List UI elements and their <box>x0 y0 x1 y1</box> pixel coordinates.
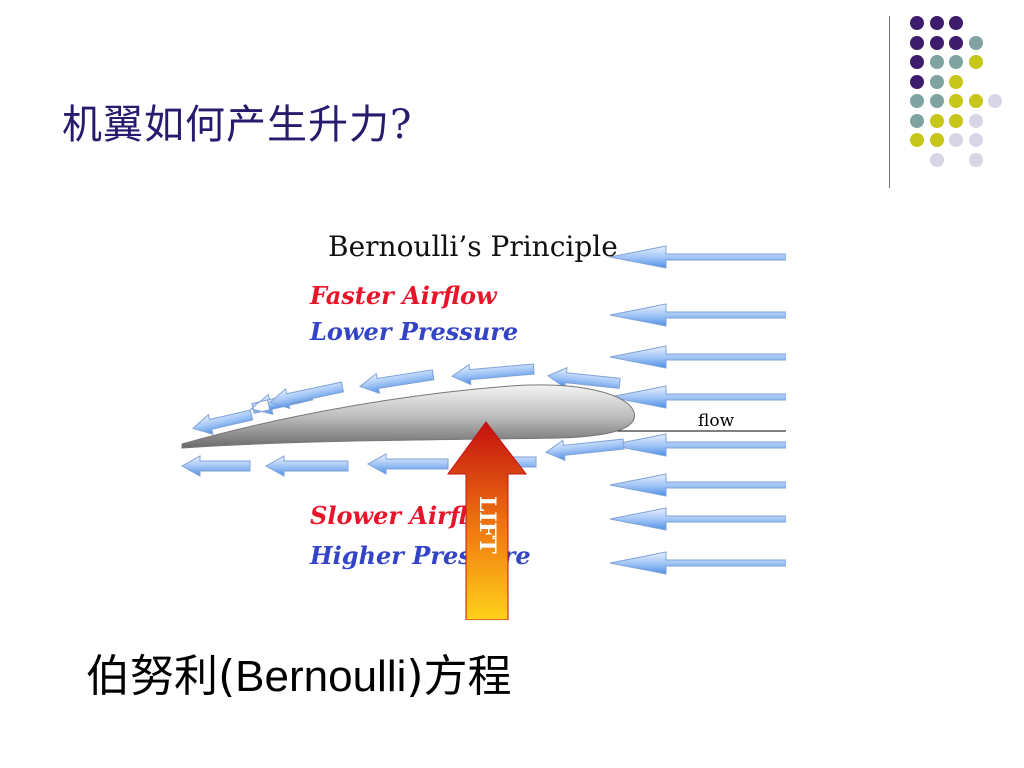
upper-label-speed: Faster Airflow <box>309 281 498 310</box>
upper-flow-arrow <box>192 409 254 435</box>
incoming-flow-arrows <box>609 245 786 575</box>
decor-dot <box>949 55 963 69</box>
decor-dot <box>929 55 944 69</box>
decor-dot <box>910 74 924 89</box>
lower-flow-arrow <box>264 455 349 477</box>
upper-flow-arrow <box>359 369 435 395</box>
decor-dot <box>910 113 924 128</box>
decor-dot-grid <box>900 12 1012 172</box>
decor-dot <box>949 74 963 89</box>
diagram-heading: Bernoulli’s Principle <box>328 230 618 263</box>
decor-dot <box>949 133 963 147</box>
caption: 伯努利(Bernoulli)方程 <box>86 640 512 704</box>
caption-prefix: 伯努利( <box>86 651 236 702</box>
decor-dot <box>949 16 963 30</box>
decor-dot <box>968 94 983 108</box>
decor-divider <box>889 16 890 188</box>
decor-dot <box>968 55 983 69</box>
decor-dot <box>949 113 963 128</box>
decor-dot <box>968 35 983 50</box>
upper-flow-arrow <box>269 381 345 410</box>
caption-suffix: )方程 <box>406 651 512 702</box>
flow-arrow <box>609 385 786 409</box>
decor-dot <box>910 94 924 108</box>
decor-dot <box>929 152 944 167</box>
flow-arrow <box>609 303 786 327</box>
caption-latin: Bernoulli <box>235 652 407 701</box>
flow-arrow <box>609 507 786 531</box>
decor-dot <box>929 133 944 147</box>
lower-flow-arrow <box>544 438 625 462</box>
flow-arrow <box>609 473 786 497</box>
decor-dot <box>910 16 924 30</box>
decor-dot <box>910 55 924 69</box>
lift-label: LIFT <box>474 496 500 554</box>
decor-dot <box>968 152 983 167</box>
lift-arrow <box>447 421 528 620</box>
decor-dot <box>910 35 924 50</box>
flow-arrow <box>609 345 786 369</box>
flow-arrow <box>609 551 786 575</box>
decor-dot <box>929 16 944 30</box>
upper-flow-arrow <box>450 363 535 386</box>
upper-surface-arrows <box>192 363 621 435</box>
flow-label: flow <box>698 411 735 431</box>
slide-title: 机翼如何产生升力? <box>62 102 413 148</box>
flow-arrow <box>609 245 786 269</box>
lower-flow-arrow <box>180 455 251 477</box>
flow-arrow <box>609 433 786 457</box>
decor-dot <box>968 113 983 128</box>
decor-dot <box>949 35 963 50</box>
decor-dot <box>988 94 1002 108</box>
decor-dot <box>910 133 924 147</box>
decor-dot <box>929 94 944 108</box>
bernoulli-diagram: flow Bernoulli’s Prin <box>180 230 786 620</box>
upper-label-pressure: Lower Pressure <box>309 317 518 346</box>
lower-flow-arrow <box>366 453 449 475</box>
decor-dot <box>949 94 963 108</box>
decor-dot <box>929 74 944 89</box>
decor-dot <box>929 35 944 50</box>
airfoil-wing <box>181 384 636 449</box>
upper-flow-arrow <box>546 366 621 389</box>
decor-dot <box>929 113 944 128</box>
decor-dot <box>968 133 983 147</box>
